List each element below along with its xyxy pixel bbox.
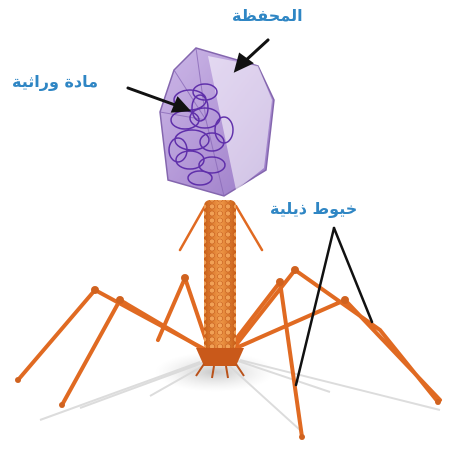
tail-fiber	[158, 278, 210, 352]
genetic-material-label: مادة وراثية	[12, 72, 98, 92]
capsid-label: المحفظة	[232, 6, 303, 26]
tail-fibers-label: خيوط ذيلية	[270, 199, 357, 219]
tail-sheath-beads	[204, 200, 236, 350]
base-plate	[196, 348, 244, 366]
